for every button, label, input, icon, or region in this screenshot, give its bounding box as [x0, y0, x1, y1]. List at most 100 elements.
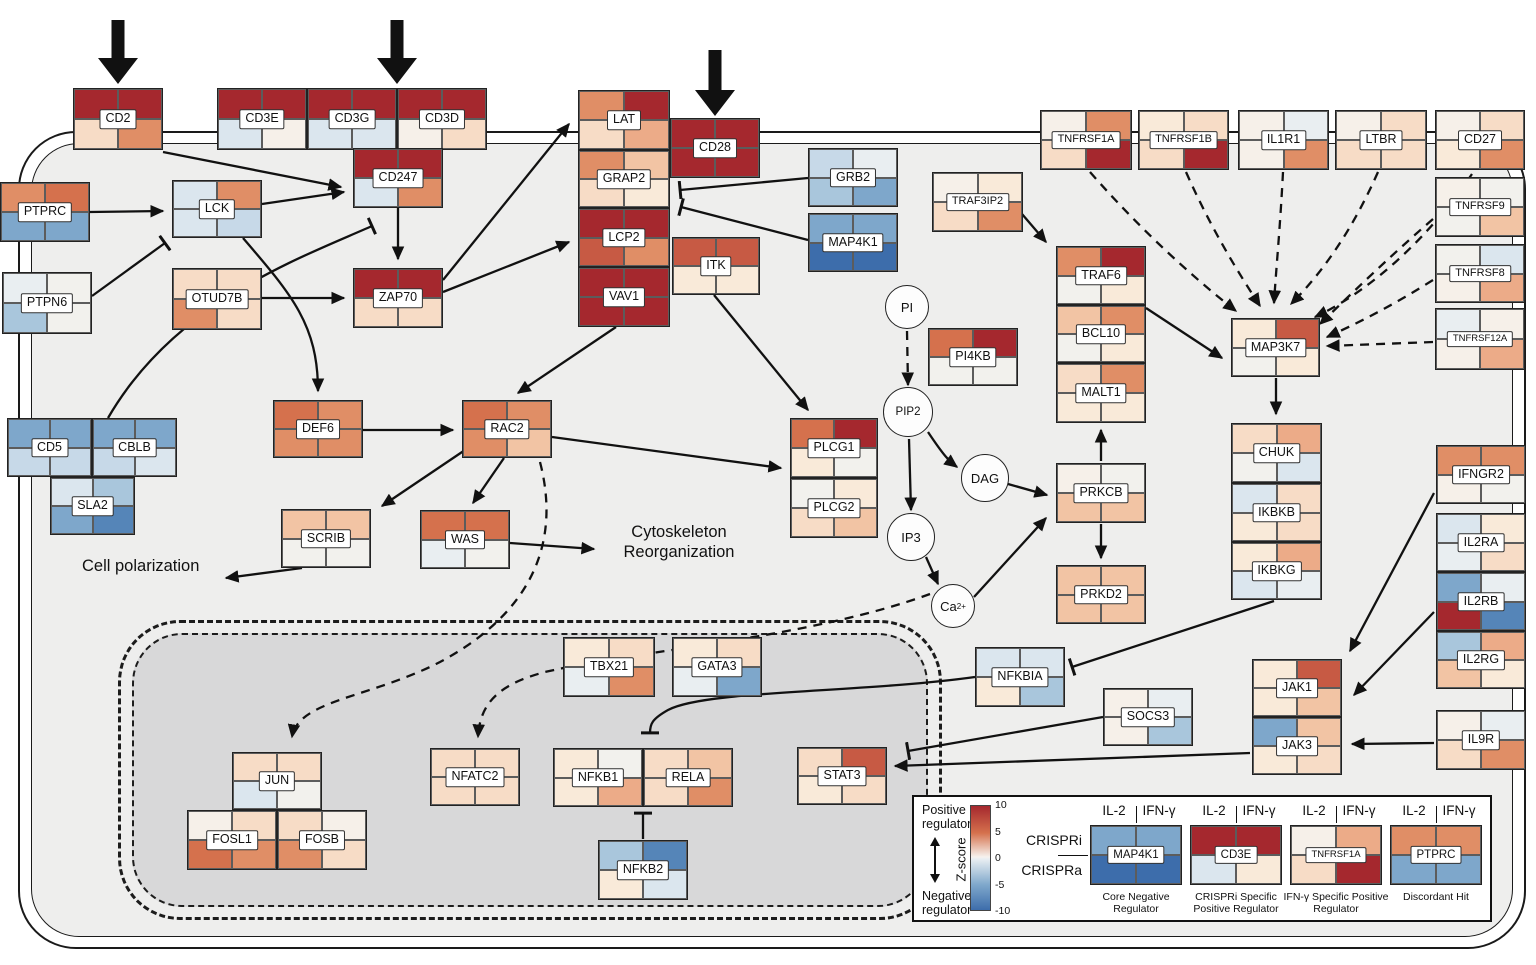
- gene-node-PRKD2: PRKD2: [1056, 565, 1146, 624]
- zscore-range-arrow-icon: [930, 837, 940, 883]
- legend-example-PTPRC: PTPRC: [1390, 825, 1482, 885]
- heatmap-cell: [579, 268, 624, 297]
- gene-label-PLCG2: PLCG2: [807, 498, 861, 518]
- gene-label-RAC2: RAC2: [484, 419, 530, 439]
- molecule-circle-PI: PI: [885, 285, 929, 329]
- gene-label-LCP2: LCP2: [602, 227, 646, 248]
- gene-label-NFKB1: NFKB1: [571, 767, 625, 788]
- edge-ZAP70-activates-LCP2: [442, 240, 571, 294]
- gene-node-RAC2: RAC2: [462, 400, 552, 458]
- gene-label-IFNGR2: IFNGR2: [1452, 464, 1510, 485]
- edge-IKBKG-inhibits-NFKBIA: [1067, 599, 1275, 676]
- gene-label-IL2RA: IL2RA: [1457, 532, 1505, 553]
- gene-node-NFATC2: NFATC2: [430, 748, 520, 806]
- legend-col-divider: [1136, 806, 1138, 823]
- gene-label-VAV1: VAV1: [602, 287, 646, 307]
- gene-node-TBX21: TBX21: [563, 637, 655, 697]
- gene-label-TRAF6: TRAF6: [1075, 265, 1127, 286]
- edge-PIP2-activates-IP3: [904, 438, 917, 512]
- edge-CD2-activates-CD247: [162, 150, 343, 191]
- gene-label-GRB2: GRB2: [829, 167, 877, 188]
- gene-node-BCL10: BCL10: [1056, 305, 1146, 363]
- gene-node-ITK: ITK: [672, 237, 760, 295]
- gene-node-LCP2: LCP2: [578, 208, 670, 267]
- legend-col-label-ifng: IFN-γ: [1342, 803, 1376, 818]
- legend-col-label-ifng: IFN-γ: [1442, 803, 1476, 818]
- colorbar-tick-label: 0: [995, 852, 1001, 864]
- gene-node-OTUD7B: OTUD7B: [172, 268, 262, 330]
- gene-label-IKBKG: IKBKG: [1251, 561, 1302, 581]
- gene-node-PLCG1: PLCG1: [790, 418, 878, 478]
- gene-label-TNFRSF9: TNFRSF9: [1449, 198, 1511, 216]
- gene-node-IL2RG: IL2RG: [1436, 631, 1526, 689]
- edge-PIP2-activates-DAG: [927, 431, 959, 468]
- gene-label-JAK3: JAK3: [1276, 736, 1318, 756]
- gene-label-GATA3: GATA3: [691, 657, 743, 677]
- edge-VAV1-activates-RAC2: [516, 326, 617, 394]
- legend-col-divider: [1236, 806, 1238, 823]
- legend-col-divider: [1436, 806, 1438, 823]
- edge-TRAF6-activates-MAP3K7: [1145, 307, 1224, 359]
- gene-node-TRAF3IP2: TRAF3IP2: [932, 172, 1023, 232]
- gene-node-JAK1: JAK1: [1252, 659, 1342, 717]
- heatmap-cell: [74, 89, 118, 119]
- gene-node-SOCS3: SOCS3: [1103, 688, 1193, 746]
- gene-label-CD2: CD2: [99, 109, 137, 129]
- edge-DAG-activates-PRKCB: [1007, 482, 1049, 498]
- gene-node-CD3D: CD3D: [397, 88, 487, 150]
- gene-node-WAS: WAS: [420, 510, 510, 569]
- gene-label-IL9R: IL9R: [1461, 730, 1501, 750]
- gene-node-RELA: RELA: [643, 748, 733, 807]
- gene-label-JAK1: JAK1: [1276, 678, 1318, 698]
- gene-node-SLA2: SLA2: [50, 477, 135, 535]
- gene-node-CD2: CD2: [73, 88, 163, 150]
- gene-node-PI4KB: PI4KB: [928, 328, 1018, 386]
- gene-label-NFATC2: NFATC2: [445, 767, 505, 787]
- heatmap-cell: [1236, 855, 1281, 884]
- gene-node-CBLB: CBLB: [92, 418, 177, 477]
- zscore-axis-label: Z-score: [953, 837, 969, 882]
- molecule-circle-DAG: DAG: [961, 454, 1009, 502]
- legend-example-TNFRSF1A: TNFRSF1A: [1290, 825, 1382, 885]
- gene-label-TRAF3IP2: TRAF3IP2: [945, 193, 1010, 211]
- gene-node-CD27: CD27: [1435, 110, 1525, 170]
- gene-label-LAT: LAT: [607, 110, 641, 130]
- edge-LCK-activates-DEF6: [242, 237, 325, 393]
- gene-label-IKBKB: IKBKB: [1252, 502, 1301, 523]
- gene-label-OTUD7B: OTUD7B: [185, 289, 249, 309]
- gene-node-DEF6: DEF6: [273, 400, 363, 458]
- legend-col-label-il2: IL-2: [1202, 803, 1226, 818]
- edge-TNFRSF1A-activates-MAP3K7: [1089, 171, 1238, 312]
- gene-label-CBLB: CBLB: [112, 437, 157, 458]
- legend-example-CD3E: CD3E: [1190, 825, 1282, 885]
- legend-positive-label: Positive regulator: [922, 803, 972, 831]
- gene-label-IL2RB: IL2RB: [1457, 591, 1505, 612]
- gene-node-NFKB2: NFKB2: [598, 840, 688, 900]
- legend-example-caption: CRISPRi Specific Positive Regulator: [1193, 891, 1279, 916]
- edge-TRAF3IP2-activates-TRAF6: [1021, 213, 1047, 244]
- gene-node-LAT: LAT: [578, 90, 670, 150]
- gene-node-IFNGR2: IFNGR2: [1436, 445, 1526, 504]
- edge-PI-activates-PIP2: [901, 330, 915, 387]
- gene-label-GRAP2: GRAP2: [596, 169, 652, 189]
- gene-label-NFKBIA: NFKBIA: [991, 667, 1049, 687]
- legend-negative-label: Negative regulator: [922, 889, 972, 917]
- gene-node-TNFRSF9: TNFRSF9: [1435, 177, 1525, 237]
- gene-label-PRKCB: PRKCB: [1073, 483, 1129, 503]
- legend-col-label-ifng: IFN-γ: [1242, 803, 1276, 818]
- edge-JAK3-activates-STAT3: [893, 751, 1251, 772]
- gene-label-WAS: WAS: [444, 529, 486, 550]
- edge-ZAP70-activates-LAT: [442, 122, 570, 281]
- gene-node-NFKB1: NFKB1: [553, 748, 643, 807]
- gene-label-TNFRSF1A: TNFRSF1A: [1051, 131, 1121, 149]
- gene-label-STAT3: STAT3: [817, 766, 867, 786]
- gene-node-CD5: CD5: [7, 418, 92, 477]
- gene-label-IL2RG: IL2RG: [1456, 650, 1506, 670]
- edge-IP3-activates-Ca2+: [924, 556, 940, 586]
- colorbar-tick-label: -10: [995, 905, 1011, 917]
- heatmap-cell: [1253, 688, 1297, 716]
- edge-IL2RB-activates-JAK3: [1353, 611, 1435, 697]
- edge-SOCS3-inhibits-STAT3: [905, 715, 1104, 761]
